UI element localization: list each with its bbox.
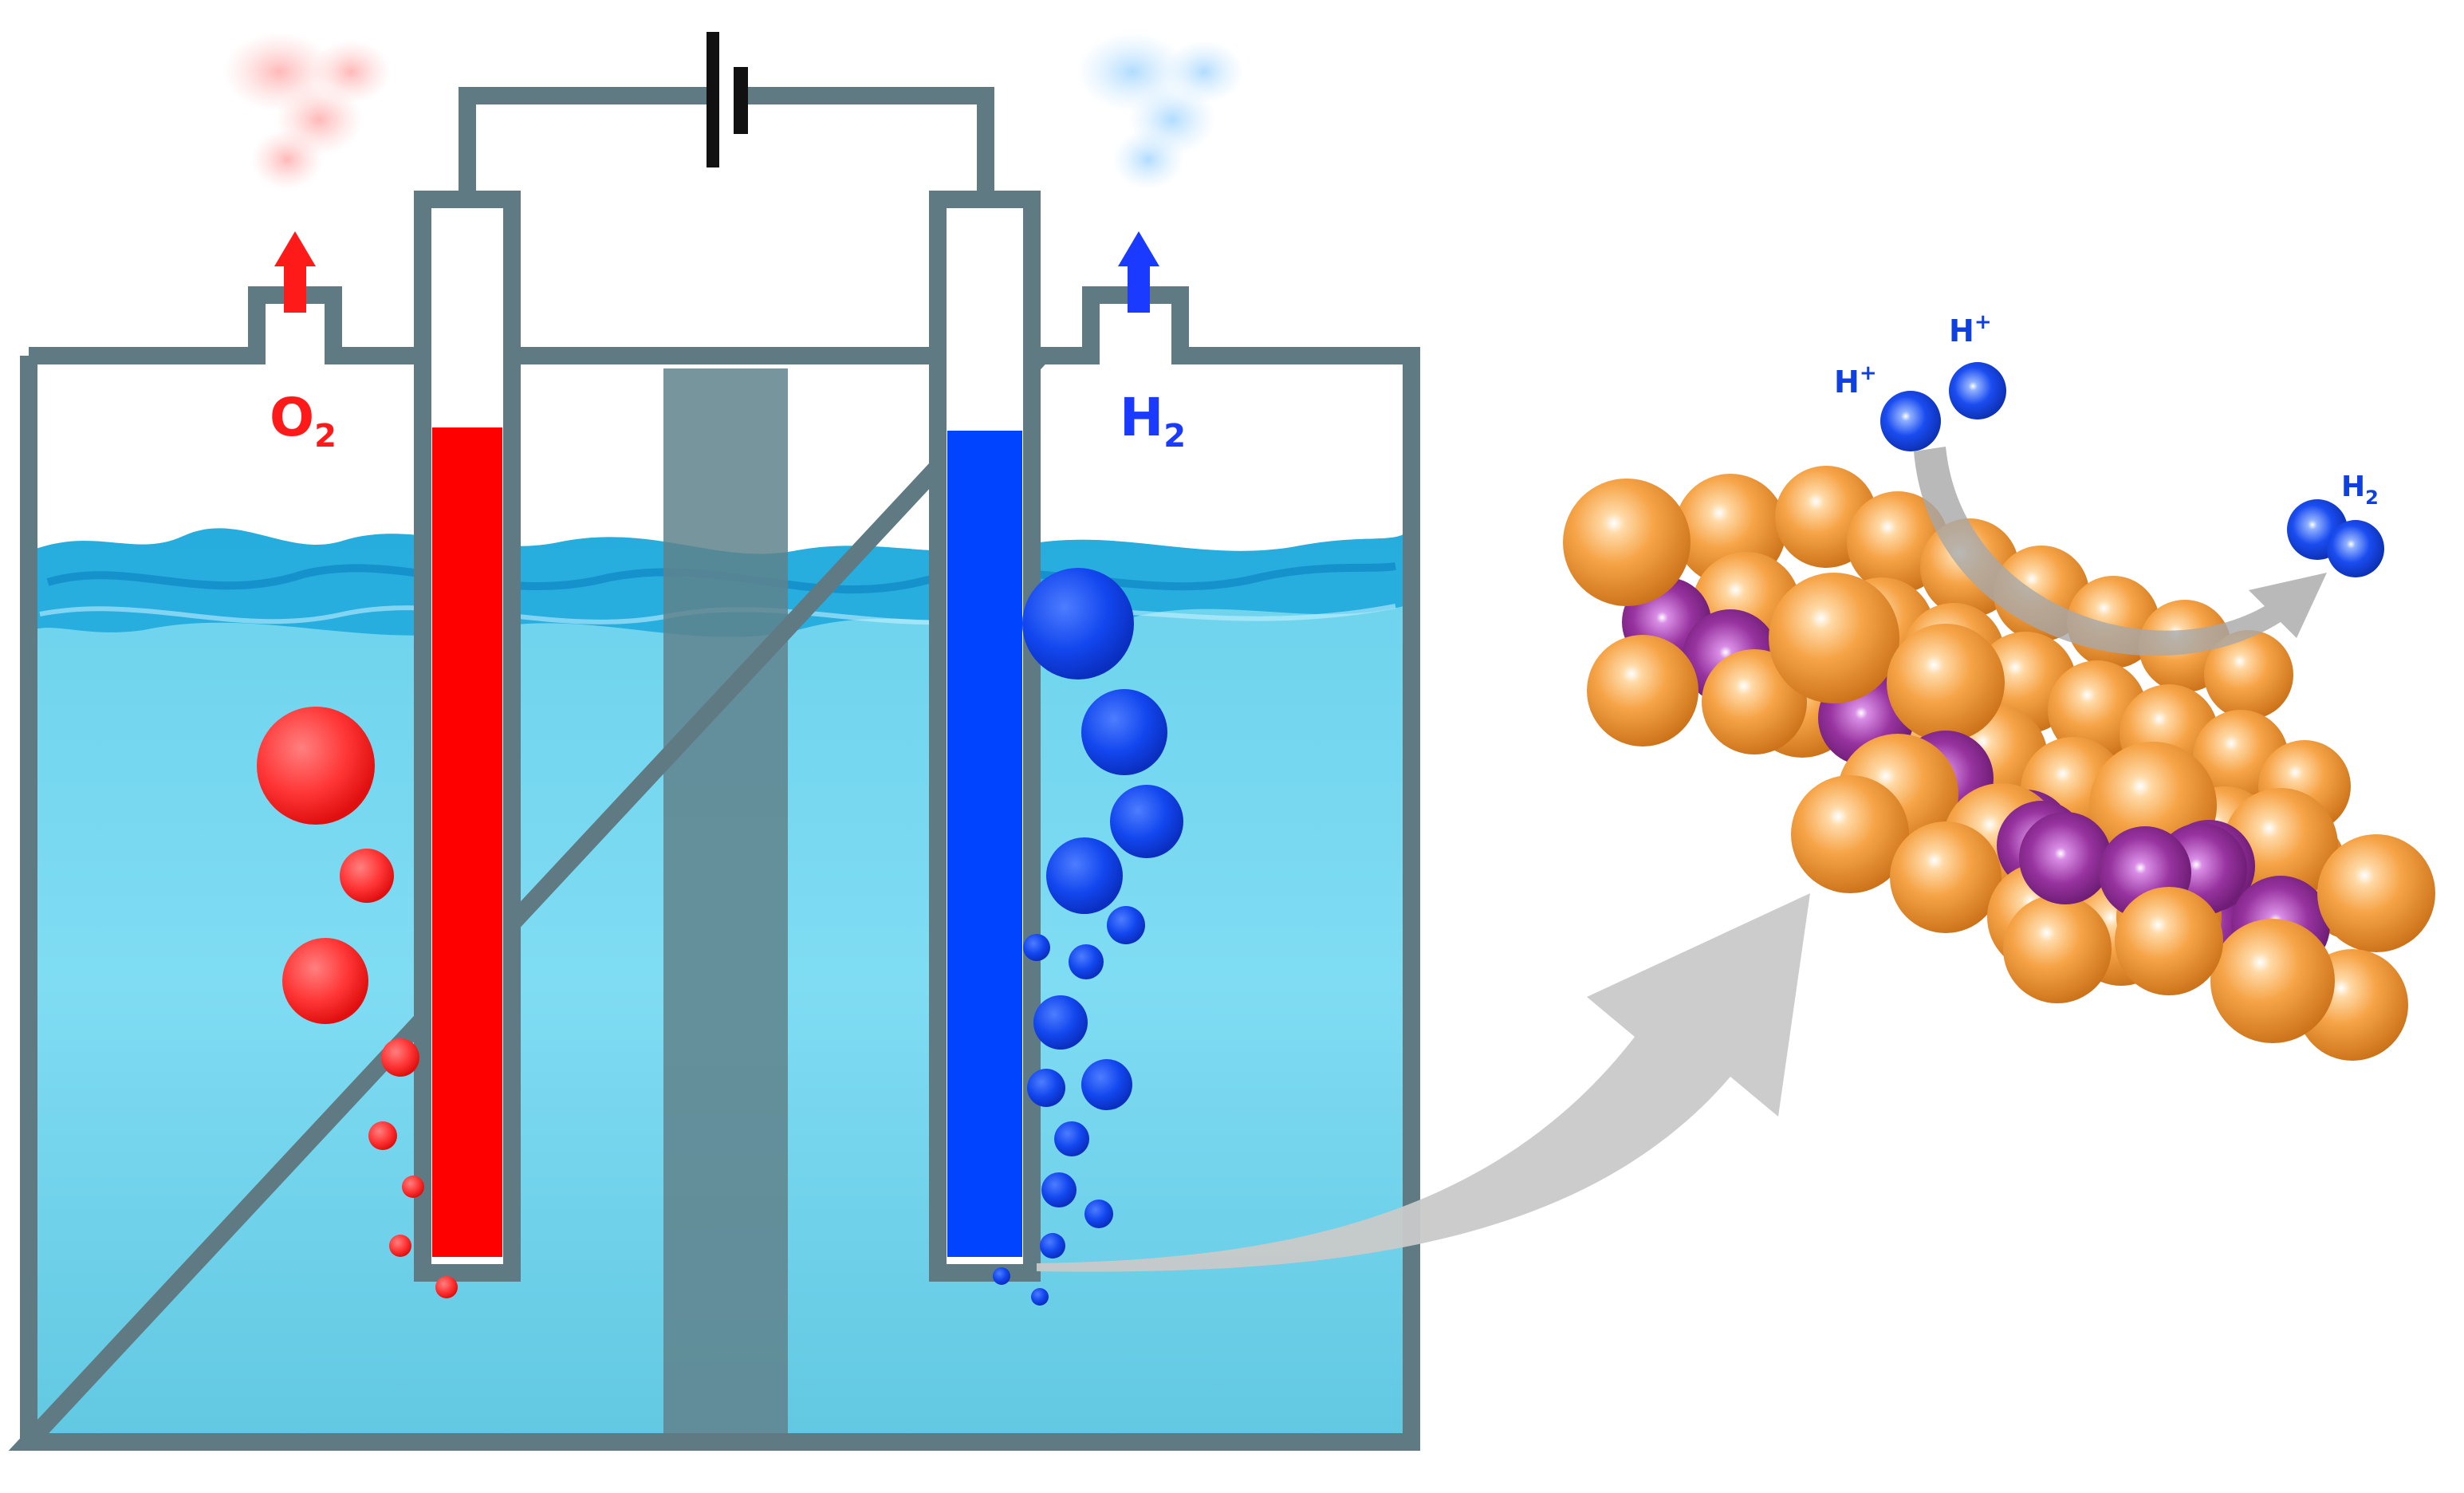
catalyst-lattice	[1563, 466, 2435, 1061]
oxygen-bubbles	[257, 707, 458, 1298]
hydrogen-bubbles	[993, 568, 1183, 1306]
svg-text:H+: H+	[1834, 361, 1877, 400]
oxygen-outlet	[248, 295, 342, 356]
hydrogen-molecule: H2	[2287, 471, 2384, 577]
svg-text:H+: H+	[1949, 310, 1992, 349]
membrane-separator	[663, 368, 788, 1439]
proton-2: H+	[1949, 310, 2006, 420]
anode-electrode	[414, 191, 521, 1282]
up-arrow-icon	[274, 231, 316, 313]
curved-arrow-icon	[1914, 447, 2327, 656]
battery-icon	[707, 32, 748, 167]
svg-text:H2: H2	[2341, 471, 2379, 509]
hydrogen-outlet	[1082, 295, 1189, 356]
circuit-wire	[459, 87, 994, 199]
hydrogen-label: H2	[1120, 387, 1186, 455]
up-arrow-icon	[1118, 231, 1159, 313]
cathode-electrode	[929, 191, 1041, 1282]
oxygen-label: O2	[270, 387, 337, 455]
curved-arrow-icon	[1037, 893, 1810, 1272]
hydrogen-gas-cloud	[1077, 32, 1244, 190]
oxygen-gas-cloud	[223, 32, 391, 190]
proton-1: H+	[1834, 361, 1941, 451]
